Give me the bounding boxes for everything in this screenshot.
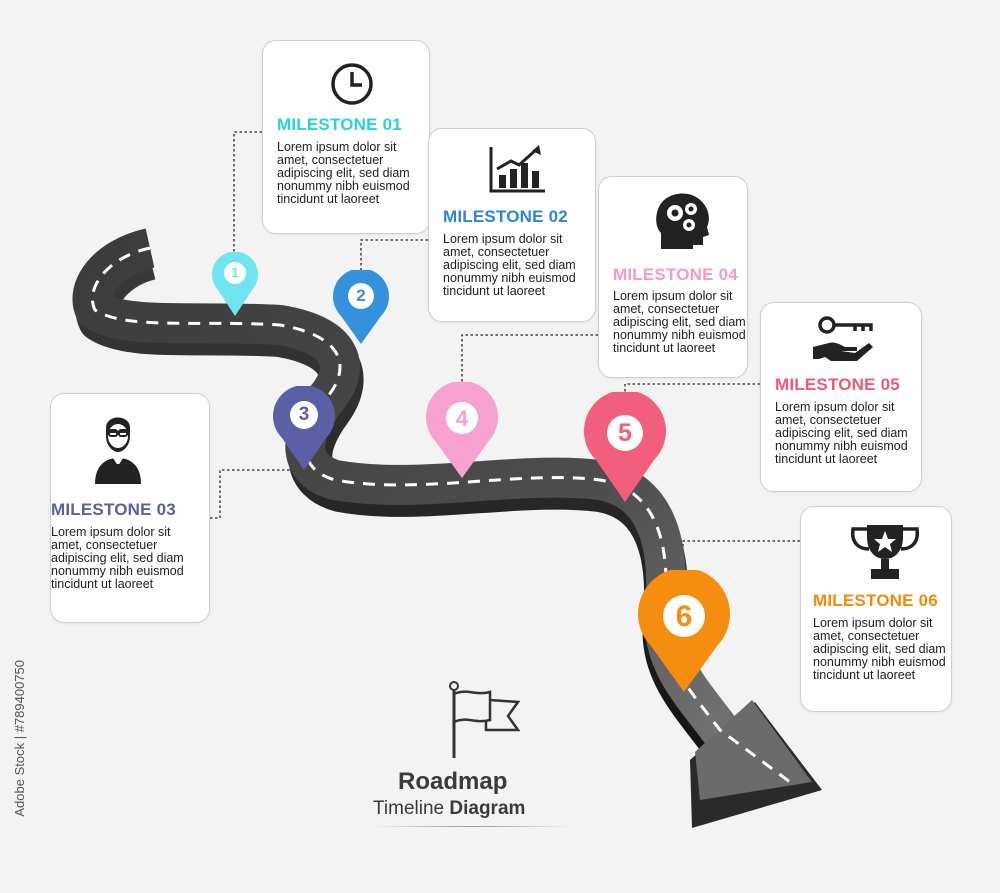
milestone-card-02: MILESTONE 02 Lorem ipsum dolor sit amet,… bbox=[428, 128, 596, 322]
flag-icon bbox=[449, 681, 521, 758]
subtitle-light: Timeline bbox=[373, 798, 445, 819]
milestone-title: MILESTONE 01 bbox=[277, 115, 402, 134]
milestone-pin-6: 6 bbox=[638, 567, 730, 692]
head-gears-icon bbox=[656, 193, 709, 249]
pin-number: 5 bbox=[618, 419, 632, 447]
milestone-pin-1: 1 bbox=[212, 251, 258, 316]
milestone-title: MILESTONE 02 bbox=[443, 207, 568, 226]
milestone-text: Lorem ipsum dolor sit amet, consectetuer… bbox=[775, 400, 908, 466]
connector-lines bbox=[210, 131, 800, 575]
milestone-text: Lorem ipsum dolor sit amet, consectetuer… bbox=[613, 289, 746, 355]
milestone-pin-2: 2 bbox=[333, 268, 389, 344]
pin-number: 1 bbox=[231, 264, 239, 280]
trophy-icon bbox=[850, 525, 920, 579]
milestone-title: MILESTONE 03 bbox=[51, 500, 176, 519]
pin-number: 3 bbox=[298, 404, 310, 425]
milestone-card-03: MILESTONE 03 Lorem ipsum dolor sit amet,… bbox=[50, 393, 210, 623]
growth-chart-icon bbox=[489, 145, 545, 193]
key-hand-icon bbox=[813, 316, 873, 361]
diagram-subtitle: Timeline Diagram bbox=[373, 798, 525, 820]
milestone-card-01: MILESTONE 01 Lorem ipsum dolor sit amet,… bbox=[262, 40, 430, 234]
milestone-title: MILESTONE 04 bbox=[613, 265, 738, 284]
businessman-icon bbox=[95, 417, 141, 484]
milestone-card-06: MILESTONE 06 Lorem ipsum dolor sit amet,… bbox=[800, 506, 952, 712]
milestone-text: Lorem ipsum dolor sit amet, consectetuer… bbox=[51, 525, 184, 591]
milestone-text: Lorem ipsum dolor sit amet, consectetuer… bbox=[443, 232, 576, 298]
clock-icon bbox=[331, 63, 373, 105]
stock-credit: Adobe Stock | #789400750 bbox=[12, 660, 27, 817]
pin-number: 6 bbox=[675, 600, 693, 633]
milestone-card-04: MILESTONE 04 Lorem ipsum dolor sit amet,… bbox=[598, 176, 748, 378]
subtitle-underline bbox=[372, 826, 572, 827]
milestone-card-05: MILESTONE 05 Lorem ipsum dolor sit amet,… bbox=[760, 302, 922, 492]
milestone-pin-3: 3 bbox=[273, 385, 335, 470]
milestone-title: MILESTONE 05 bbox=[775, 375, 900, 394]
subtitle-bold: Diagram bbox=[449, 798, 526, 819]
milestone-title: MILESTONE 06 bbox=[813, 591, 938, 610]
diagram-title: Roadmap bbox=[398, 768, 508, 795]
milestone-pin-5: 5 bbox=[583, 389, 667, 502]
milestone-text: Lorem ipsum dolor sit amet, consectetuer… bbox=[277, 140, 410, 206]
milestone-pin-4: 4 bbox=[426, 381, 498, 478]
pin-number: 4 bbox=[455, 406, 469, 431]
road-center-line bbox=[90, 246, 791, 784]
pin-number: 2 bbox=[356, 286, 366, 305]
milestone-text: Lorem ipsum dolor sit amet, consectetuer… bbox=[813, 616, 946, 682]
